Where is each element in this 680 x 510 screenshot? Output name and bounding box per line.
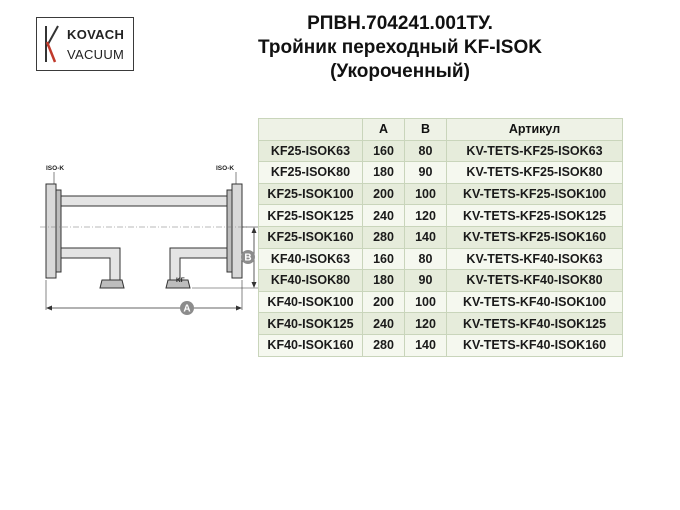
cell-article: KV-TETS-KF25-ISOK100 (446, 182, 623, 206)
logo-text-kovach: KOVACH (67, 27, 125, 42)
cell-b: 90 (404, 161, 447, 184)
cell-model: KF25-ISOK100 (258, 182, 363, 206)
header-model (258, 118, 363, 141)
cell-a: 180 (362, 161, 405, 184)
table-row: KF40-ISOK63 160 80 KV-TETS-KF40-ISOK63 (258, 247, 623, 271)
tee-drawing: ISO-K ISO-K KF A B (40, 165, 258, 315)
cell-a: 280 (362, 333, 405, 357)
tube-bottom-left-wall (60, 247, 121, 281)
table-row: KF40-ISOK125 240 120 KV-TETS-KF40-ISOK12… (258, 312, 623, 335)
cell-b: 80 (404, 247, 447, 271)
cell-b: 140 (404, 333, 447, 357)
dim-b-label: B (244, 253, 251, 264)
company-logo: KOVACH VACUUM (36, 17, 134, 71)
dim-b-arrow-bottom (251, 282, 257, 288)
title-variant: (Укороченный) (330, 61, 470, 82)
cell-b: 120 (404, 204, 447, 227)
table-row: KF25-ISOK100 200 100 KV-TETS-KF25-ISOK10… (258, 182, 623, 206)
table-row: KF25-ISOK63 160 80 KV-TETS-KF25-ISOK63 (258, 139, 623, 163)
cell-article: KV-TETS-KF40-ISOK125 (446, 312, 623, 335)
cell-b: 140 (404, 225, 447, 249)
logo-text-vacuum: VACUUM (67, 47, 125, 62)
dim-a-label: A (183, 304, 190, 315)
right-flange-collar (226, 189, 233, 273)
cell-model: KF40-ISOK125 (258, 312, 363, 335)
left-flange (45, 183, 57, 279)
table-header-row: A B Артикул (258, 118, 623, 141)
dim-a-arrow-right (236, 305, 242, 311)
label-kf: KF (176, 277, 185, 284)
cell-article: KV-TETS-KF40-ISOK160 (446, 333, 623, 357)
kovach-k-mark-icon (45, 25, 59, 63)
header-article: Артикул (446, 118, 623, 141)
dim-a-badge (180, 301, 194, 315)
cell-b: 120 (404, 312, 447, 335)
label-iso-k-left: ISO-K (46, 165, 64, 172)
table-row: KF40-ISOK80 180 90 KV-TETS-KF40-ISOK80 (258, 269, 623, 292)
header-b: B (404, 118, 447, 141)
cell-model: KF25-ISOK125 (258, 204, 363, 227)
label-iso-k-right: ISO-K (216, 165, 234, 172)
cell-article: KV-TETS-KF25-ISOK160 (446, 225, 623, 249)
dim-b-arrow-top (251, 227, 257, 233)
cell-article: KV-TETS-KF40-ISOK80 (446, 269, 623, 292)
cell-model: KF40-ISOK63 (258, 247, 363, 271)
spec-table: A B Артикул KF25-ISOK63 160 80 KV-TETS-K… (258, 118, 623, 357)
cell-model: KF25-ISOK63 (258, 139, 363, 163)
kf-flange-right (165, 279, 191, 289)
header-a: A (362, 118, 405, 141)
cell-b: 100 (404, 290, 447, 314)
cell-model: KF40-ISOK160 (258, 333, 363, 357)
cell-b: 100 (404, 182, 447, 206)
cell-article: KV-TETS-KF25-ISOK63 (446, 139, 623, 163)
dim-a-arrow-left (46, 305, 52, 311)
left-flange-collar (55, 189, 62, 273)
right-flange (231, 183, 243, 279)
cell-article: KV-TETS-KF25-ISOK80 (446, 161, 623, 184)
cell-article: KV-TETS-KF25-ISOK125 (446, 204, 623, 227)
table-row: KF40-ISOK160 280 140 KV-TETS-KF40-ISOK16… (258, 333, 623, 357)
table-row: KF25-ISOK80 180 90 KV-TETS-KF25-ISOK80 (258, 161, 623, 184)
table-row: KF25-ISOK125 240 120 KV-TETS-KF25-ISOK12… (258, 204, 623, 227)
kf-flange-left (99, 279, 125, 289)
cell-a: 160 (362, 247, 405, 271)
cell-a: 200 (362, 290, 405, 314)
dim-b-badge (241, 250, 255, 264)
cell-model: KF25-ISOK160 (258, 225, 363, 249)
cell-a: 240 (362, 204, 405, 227)
cell-model: KF40-ISOK100 (258, 290, 363, 314)
cell-model: KF40-ISOK80 (258, 269, 363, 292)
table-row: KF40-ISOK100 200 100 KV-TETS-KF40-ISOK10… (258, 290, 623, 314)
cell-article: KV-TETS-KF40-ISOK63 (446, 247, 623, 271)
cell-b: 80 (404, 139, 447, 163)
cell-a: 280 (362, 225, 405, 249)
cell-a: 240 (362, 312, 405, 335)
cell-a: 160 (362, 139, 405, 163)
cell-a: 200 (362, 182, 405, 206)
cell-article: KV-TETS-KF40-ISOK100 (446, 290, 623, 314)
document-title: РПВН.704241.001ТУ. Тройник переходный KF… (170, 12, 630, 84)
title-product: Тройник переходный KF-ISOK (258, 37, 542, 58)
tube-bottom-right-wall (169, 247, 228, 281)
table-row: KF25-ISOK160 280 140 KV-TETS-KF25-ISOK16… (258, 225, 623, 249)
tube-top-wall (60, 195, 228, 207)
cell-model: KF25-ISOK80 (258, 161, 363, 184)
title-code: РПВН.704241.001ТУ. (307, 13, 493, 34)
cell-b: 90 (404, 269, 447, 292)
cell-a: 180 (362, 269, 405, 292)
